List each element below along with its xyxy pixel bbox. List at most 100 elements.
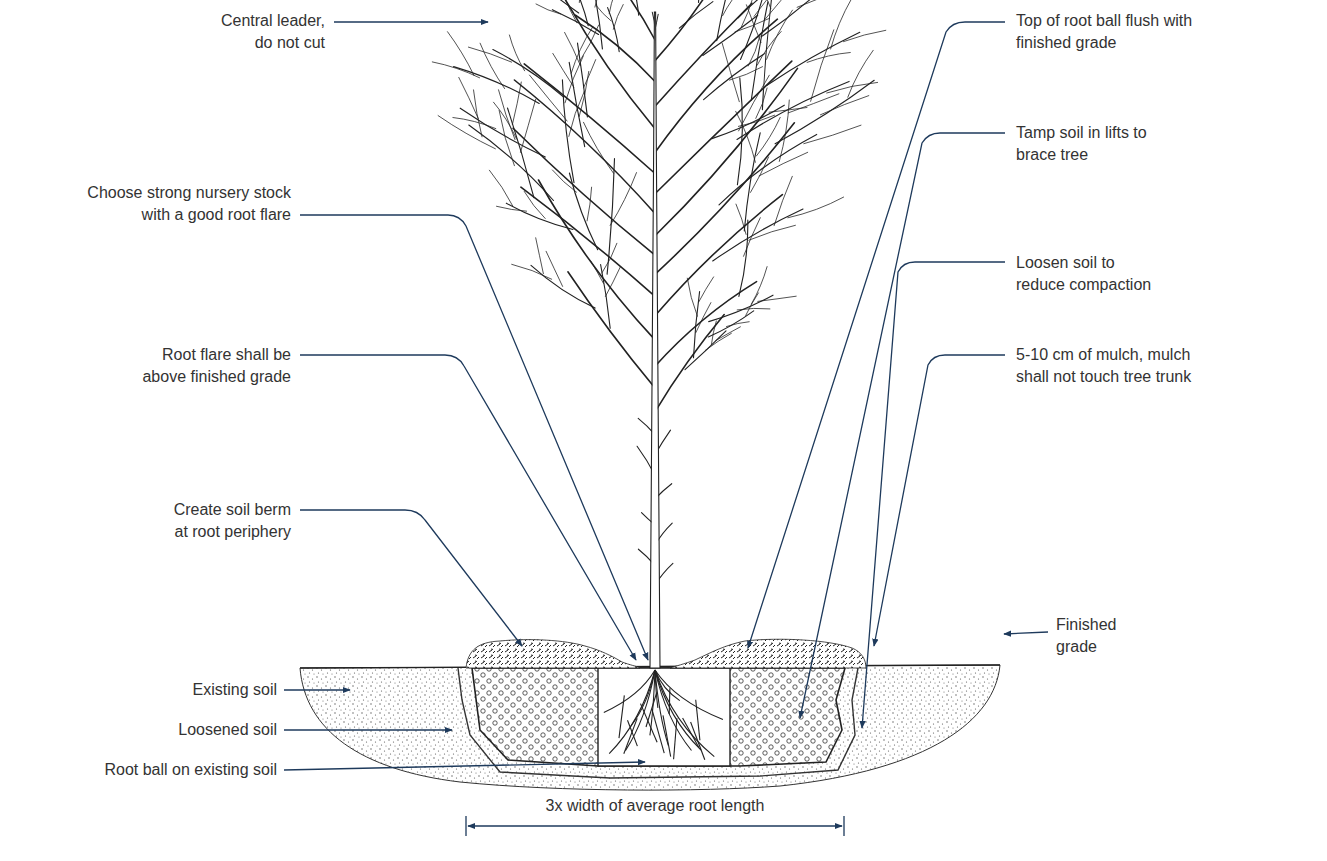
tree-branch	[613, 5, 623, 30]
tree-branch	[797, 0, 839, 7]
tree-branch	[536, 4, 561, 14]
tree-branch	[579, 0, 582, 3]
tree-branch	[820, 96, 868, 115]
tree-branch	[717, 0, 732, 41]
tree-branch	[727, 322, 750, 327]
tree-branch	[552, 170, 576, 192]
tree-branch	[562, 80, 574, 183]
tree-branch	[497, 206, 527, 211]
dimension-line	[468, 825, 842, 826]
tree-branch	[746, 5, 761, 43]
callout-label: 5-10 cm of mulch, mulch shall not touch …	[1015, 344, 1223, 388]
tree-branch	[605, 267, 620, 296]
root	[631, 670, 655, 726]
root-ball	[598, 668, 730, 766]
tree-branch	[568, 272, 655, 388]
tree-branch	[512, 82, 521, 125]
root	[674, 718, 677, 759]
tree-branch	[739, 220, 748, 296]
tree-branch	[687, 278, 697, 316]
tree-branch	[811, 30, 834, 102]
tree-branch	[545, 0, 655, 129]
mulch-berm	[670, 639, 866, 668]
tree-branch	[759, 152, 808, 176]
dimension-tick	[466, 816, 844, 836]
tree-branch	[848, 50, 873, 97]
tree-branch	[655, 282, 757, 367]
root	[624, 718, 637, 753]
root	[604, 670, 655, 712]
tree-branch	[508, 108, 534, 198]
tree-branch	[679, 2, 713, 29]
tree-branch	[655, 315, 724, 412]
leader-line	[284, 762, 645, 770]
tree-branch	[722, 43, 739, 101]
callout-label: Loosen soil to reduce compaction	[1015, 252, 1163, 296]
mulch-berm	[466, 640, 640, 668]
callout-label: Top of root ball flush with finished gra…	[1015, 10, 1195, 54]
tree-branch	[708, 311, 753, 337]
tree-branch	[704, 54, 765, 100]
tree-branch	[779, 100, 789, 161]
tree-branch	[744, 218, 761, 257]
tree-branch	[737, 78, 742, 185]
tree-branch	[432, 62, 479, 78]
tree-branch	[521, 187, 655, 296]
tree-branch	[696, 303, 711, 333]
tree-branch	[756, 117, 780, 156]
tree-branch	[748, 36, 760, 66]
leader-line	[1004, 632, 1048, 634]
tree-branch	[761, 0, 841, 37]
tree-branch	[756, 88, 767, 118]
leader-line	[284, 689, 350, 690]
tree-branch	[565, 56, 583, 103]
tree-branch	[607, 159, 614, 275]
tree-branch	[709, 295, 773, 321]
tree-branch	[655, 19, 777, 152]
tree-branch	[697, 0, 700, 3]
tree-branch	[512, 264, 552, 279]
tree-branch	[752, 0, 771, 9]
tree-branch	[767, 10, 793, 59]
callout-label: Existing soil	[192, 679, 278, 701]
tree-branch	[438, 116, 495, 149]
tree-branch	[788, 197, 844, 218]
root	[663, 715, 671, 756]
callout-label: Loosened soil	[177, 719, 278, 741]
tree-branch	[739, 75, 770, 131]
tree-branch	[591, 261, 604, 284]
tree-branch	[531, 265, 595, 308]
tree-branch	[584, 122, 614, 173]
tree-branch	[506, 203, 573, 229]
tree-branch	[767, 32, 860, 85]
tree-branch	[530, 75, 568, 121]
leader-line	[334, 21, 488, 22]
tree-branch	[723, 0, 744, 16]
tree-branch	[587, 187, 592, 221]
tree-branch	[480, 43, 505, 88]
tree-branch	[655, 195, 782, 316]
tree-branch	[655, 123, 794, 274]
tree-branch	[453, 118, 496, 129]
tree-branch	[493, 50, 564, 98]
tree-branch	[737, 308, 770, 310]
tree-branch	[448, 32, 475, 76]
tree-trunk	[650, 12, 660, 668]
tree-branch	[699, 277, 714, 302]
leader-lines	[284, 22, 1048, 836]
root	[655, 670, 723, 720]
tree-branch	[609, 0, 614, 14]
tree-branch	[703, 15, 758, 55]
leader-line	[748, 22, 1005, 648]
leader-line	[862, 262, 1005, 728]
leader-line	[800, 133, 1005, 718]
callout-label: Root ball on existing soil	[103, 759, 278, 781]
callout-label: Central leader, do not cut	[202, 10, 326, 54]
leader-line	[874, 355, 1005, 646]
tree-branch	[584, 60, 596, 88]
root	[619, 695, 624, 738]
tree-branch	[499, 110, 514, 165]
root	[650, 670, 655, 735]
tree-branch	[553, 53, 574, 87]
